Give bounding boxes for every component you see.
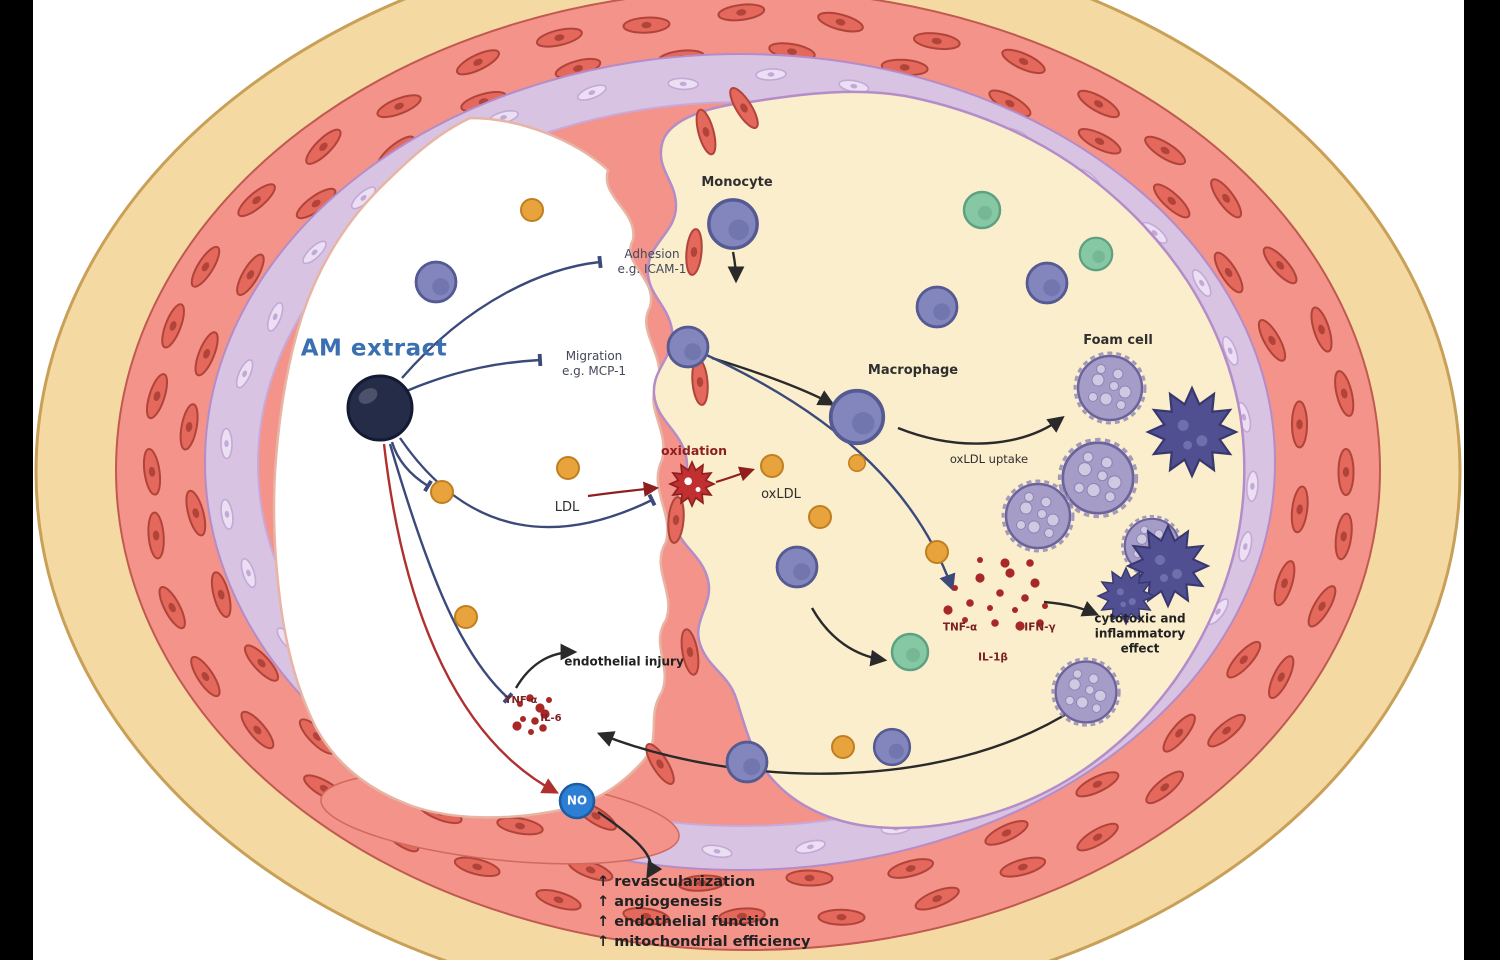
monocyte-cell [725, 740, 769, 784]
letterbox-right [1464, 0, 1500, 960]
atherosclerotic-plaque [646, 90, 1246, 830]
inhibition-arrows [388, 255, 657, 704]
am-extract-sphere [346, 374, 414, 442]
macrophage-cell [828, 388, 886, 446]
cytokine-dots-left [512, 694, 552, 735]
monocyte-cell [915, 285, 959, 329]
monocyte-cell [414, 260, 458, 304]
monocyte-cell [872, 727, 912, 767]
foam-cell [1073, 351, 1147, 425]
letterbox-left [0, 0, 33, 960]
foam-cell [1001, 479, 1075, 553]
stimulation-arrow-no [382, 443, 559, 794]
process-arrows [514, 251, 1100, 879]
outcomes-list: ↑ revascularization ↑ angiogenesis ↑ end… [597, 872, 810, 952]
outcome-angiogenesis: ↑ angiogenesis [597, 894, 723, 910]
monocyte-cell [775, 545, 819, 589]
ldl-particle [848, 454, 866, 472]
outcome-mitochondrial-efficiency: ↑ mitochondrial efficiency [597, 934, 811, 950]
oxidation-arrows [587, 466, 755, 498]
monocyte-cell [666, 325, 710, 369]
t-cell [890, 632, 930, 672]
vessel-lumen [272, 116, 670, 819]
foam-cell [1051, 657, 1121, 727]
monocyte-cell [707, 198, 759, 250]
oxidation-burst-icon [667, 459, 717, 509]
t-cell [1078, 236, 1114, 272]
outcome-revascularization: ↑ revascularization [597, 874, 756, 890]
cytokine-dots-right [943, 557, 1048, 631]
no-molecule [558, 782, 596, 820]
outcome-endothelial-function: ↑ endothelial function [597, 914, 780, 930]
monocyte-cell [1025, 261, 1069, 305]
t-cell [962, 190, 1002, 230]
